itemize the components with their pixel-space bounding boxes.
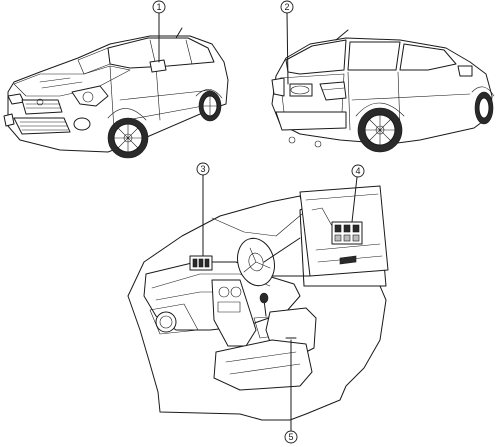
callout-label-3: 3 (200, 164, 205, 174)
switch-detail-inset (263, 185, 389, 277)
callout-label-4: 4 (355, 166, 360, 176)
rear-car-illustration (271, 29, 495, 153)
callout-leaders (158, 12, 358, 431)
callout-marker-5: 5 (284, 430, 298, 444)
callout-marker-4: 4 (351, 164, 365, 178)
callout-label-5: 5 (288, 432, 293, 442)
callout-marker-2: 2 (280, 0, 294, 14)
interior-illustration (127, 195, 387, 421)
callout-label-2: 2 (284, 2, 289, 12)
callout-label-1: 1 (156, 2, 161, 12)
front-car-illustration (3, 27, 229, 159)
callout-marker-3: 3 (196, 162, 210, 176)
callout-marker-1: 1 (152, 0, 166, 14)
